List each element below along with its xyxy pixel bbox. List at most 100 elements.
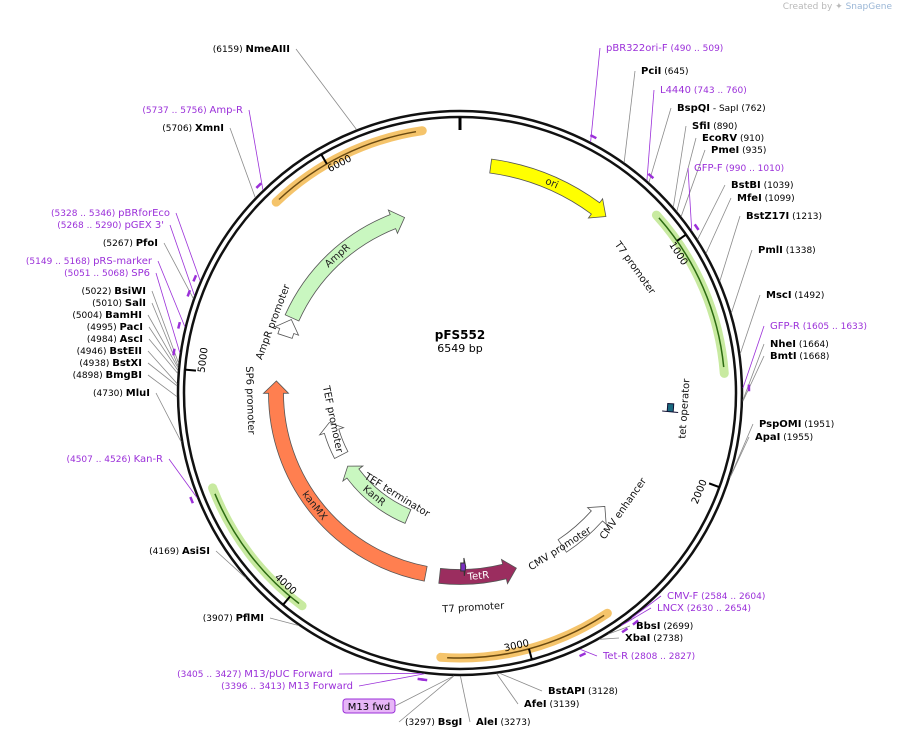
primer-mark-2 (693, 223, 700, 231)
site-name: AfeI (524, 699, 547, 710)
site-name: PciI (641, 66, 661, 77)
feature-ampr (284, 209, 406, 322)
primer-name: GFP-R (770, 321, 800, 332)
site-pos: (910) (737, 134, 764, 144)
primer-mark-1 (647, 172, 655, 180)
primer-name: M13/pUC Forward (244, 669, 333, 680)
site-name: BsiWI (114, 286, 146, 297)
site-name: BstEII (109, 346, 142, 357)
site-name: BmgBI (105, 370, 142, 381)
site-pos: (5022) (81, 287, 114, 297)
snapgene-credit: Created by ✦ SnapGene (782, 2, 892, 12)
site-pos: (5267) (103, 239, 136, 249)
site-name: BmtI (770, 351, 797, 362)
site-label-bmgbi: (4898) BmgBI (73, 370, 142, 381)
primer-leader-0 (590, 47, 601, 142)
primer-range: (990 .. 1010) (723, 164, 784, 174)
primer-leader-9 (168, 458, 198, 499)
primer-range: (2630 .. 2654) (684, 604, 751, 614)
site-name: ApaI (755, 432, 780, 443)
site-pos: (4938) (79, 359, 112, 369)
site-pos: (4984) (87, 335, 120, 345)
plasmid-name: pFS552 (434, 328, 486, 342)
primer-label-lncx: LNCX (2630 .. 2654) (657, 603, 751, 614)
site-leader-16 (599, 637, 620, 640)
site-pos: (1492) (792, 291, 825, 301)
inner-label-2: CMV promoter (527, 525, 594, 574)
primer-name: pRS-marker (93, 256, 153, 267)
primer-name: Tet-R (602, 651, 628, 662)
site-name: EcoRV (702, 133, 737, 144)
site-label-msci: MscI (1492) (766, 290, 824, 301)
site-label-bstz17i: BstZ17I (1213) (746, 211, 822, 222)
primer-name: Kan-R (134, 454, 163, 465)
site-pos: (645) (661, 67, 688, 77)
site-label-bstapi: BstAPI (3128) (548, 686, 618, 697)
site-label-ecorv: EcoRV (910) (702, 133, 764, 144)
site-leader-19 (460, 675, 471, 723)
site-label-bstxi: (4938) BstXI (79, 358, 142, 369)
tet-operator-mark (662, 402, 679, 413)
site-pos: (4946) (77, 347, 110, 357)
site-label-nmeaiii: (6159) NmeAIII (213, 44, 290, 55)
primer-range: (5737 .. 5756) (142, 106, 209, 116)
site-name: NheI (770, 339, 796, 350)
primer-range: (5328 .. 5346) (51, 209, 118, 219)
site-name: NmeAIII (246, 44, 290, 55)
feature-tetr (438, 558, 517, 585)
m13-site-mark (460, 557, 467, 577)
primer-leader-10 (155, 272, 181, 353)
site-pos: (3297) (405, 718, 438, 728)
site-name: XmnI (195, 123, 224, 134)
primer-label-gfp-r: GFP-R (1605 .. 1633) (770, 321, 867, 332)
backbone-outer-ring (176, 109, 744, 677)
site-leader-27 (148, 338, 178, 374)
site-leader-3 (672, 125, 687, 208)
primer-label-kan-r: (4507 .. 4526) Kan-R (66, 454, 163, 465)
site-pos: (935) (739, 146, 766, 156)
site-label-bamhi: (5004) BamHI (72, 310, 142, 321)
site-leader-24 (147, 374, 178, 398)
feature-tef-promoter (318, 422, 349, 460)
site-pos: - SapI (762) (710, 104, 766, 114)
feature-label-ori: ori (543, 176, 559, 191)
site-label-afei: AfeI (3139) (524, 699, 579, 710)
inner-label-7: TEF promoter (320, 384, 345, 454)
primer-label-pgex-3-: (5268 .. 5290) pGEX 3' (57, 220, 164, 231)
inner-label-0: T7 promoter (611, 239, 657, 297)
site-pos: (5004) (72, 311, 105, 321)
primer-leader-7 (338, 672, 422, 675)
primer-range: (2808 .. 2827) (628, 652, 695, 662)
site-leader-17 (499, 672, 543, 692)
halo-line-2 (447, 614, 605, 659)
inner-label-3: CMV enhancer (598, 475, 650, 541)
primer-name: CMV-F (667, 591, 698, 602)
site-leader-28 (148, 326, 179, 371)
primer-name: M13 Forward (288, 681, 353, 692)
site-leader-8 (719, 215, 741, 282)
site-label-bsiwi: (5022) BsiWI (81, 286, 146, 297)
primer-mark-8 (420, 678, 428, 682)
site-label-sfii: SfiI (890) (692, 121, 737, 132)
site-label-xbai: XbaI (2738) (625, 633, 683, 644)
site-leader-26 (147, 350, 178, 384)
site-leader-29 (147, 314, 179, 369)
site-leader-15 (608, 625, 631, 635)
site-name: MfeI (737, 193, 762, 204)
highlight-m13-fwd: M13 fwd (342, 675, 455, 714)
primer-name: GFP-F (694, 163, 723, 174)
site-label-bsgi: (3297) BsgI (405, 717, 462, 728)
primer-range: (5149 .. 5168) (26, 257, 93, 267)
site-pos: (2699) (660, 622, 693, 632)
primer-mark-6 (579, 652, 587, 658)
primer-label-prs-marker: (5149 .. 5168) pRS-marker (26, 256, 153, 267)
primer-name: Amp-R (210, 105, 244, 116)
primer-name: L4440 (660, 85, 691, 96)
site-name: BstBI (731, 180, 761, 191)
site-label-pfoi: (5267) PfoI (103, 238, 158, 249)
ruler-tick-5000 (184, 368, 197, 372)
site-label-asci: (4984) AscI (87, 334, 143, 345)
site-leader-33 (229, 127, 256, 198)
primer-name: pGEX 3' (124, 220, 164, 231)
site-pos: (890) (710, 122, 737, 132)
